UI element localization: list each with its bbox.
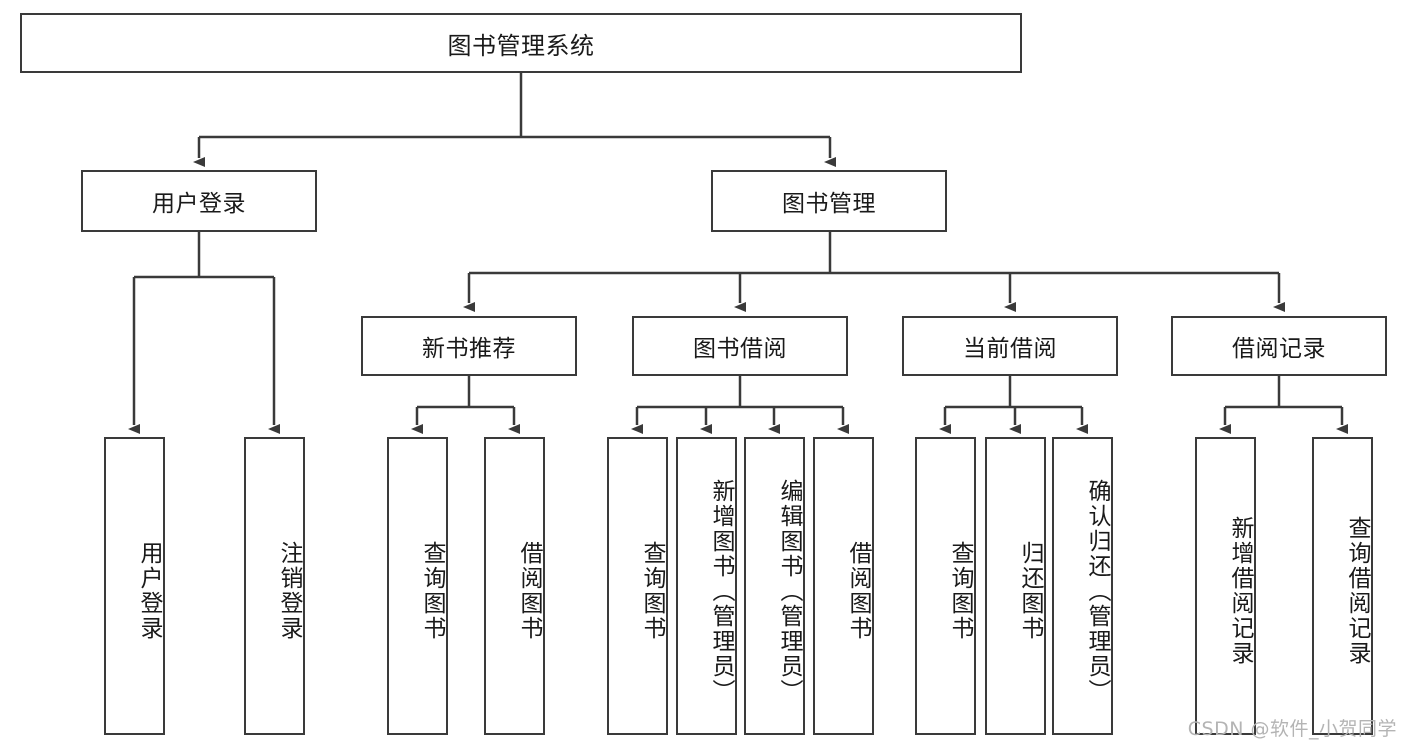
node-new-book-recommend-label: 新书推荐 xyxy=(422,336,516,362)
leaf-borrow-book-2[interactable]: 借阅图书 xyxy=(813,437,874,735)
leaf-return-book-label: 归还图书 xyxy=(1017,541,1043,641)
leaf-user-login-label: 用户登录 xyxy=(136,541,162,641)
node-book-management-label: 图书管理 xyxy=(782,191,876,217)
leaf-add-record[interactable]: 新增借阅记录 xyxy=(1195,437,1256,735)
node-user-login[interactable]: 用户登录 xyxy=(81,170,317,232)
leaf-edit-book[interactable]: 编辑图书（管理员） xyxy=(744,437,805,735)
leaf-add-book-label: 新增图书（管理员） xyxy=(708,478,734,704)
node-root-label: 图书管理系统 xyxy=(447,31,595,60)
leaf-user-logout-label: 注销登录 xyxy=(276,541,302,641)
node-current-borrow[interactable]: 当前借阅 xyxy=(902,316,1118,376)
leaf-query-book-3-label: 查询图书 xyxy=(947,541,973,641)
node-book-management[interactable]: 图书管理 xyxy=(711,170,947,232)
leaf-query-book-1[interactable]: 查询图书 xyxy=(387,437,448,735)
leaf-query-book-2[interactable]: 查询图书 xyxy=(607,437,668,735)
leaf-borrow-book-1[interactable]: 借阅图书 xyxy=(484,437,545,735)
watermark-text: CSDN @软件_小贺同学 xyxy=(1187,718,1397,740)
leaf-query-book-1-label: 查询图书 xyxy=(419,541,445,641)
leaf-confirm-return[interactable]: 确认归还（管理员） xyxy=(1052,437,1113,735)
leaf-edit-book-label: 编辑图书（管理员） xyxy=(776,478,802,704)
node-book-borrow-label: 图书借阅 xyxy=(693,336,787,362)
node-root[interactable]: 图书管理系统 xyxy=(20,13,1022,73)
leaf-confirm-return-label: 确认归还（管理员） xyxy=(1084,478,1110,704)
leaf-add-book[interactable]: 新增图书（管理员） xyxy=(676,437,737,735)
leaf-user-logout[interactable]: 注销登录 xyxy=(244,437,305,735)
leaf-query-record[interactable]: 查询借阅记录 xyxy=(1312,437,1373,735)
leaf-query-book-2-label: 查询图书 xyxy=(639,541,665,641)
node-new-book-recommend[interactable]: 新书推荐 xyxy=(361,316,577,376)
leaf-query-book-3[interactable]: 查询图书 xyxy=(915,437,976,735)
node-current-borrow-label: 当前借阅 xyxy=(963,336,1057,362)
leaf-add-record-label: 新增借阅记录 xyxy=(1227,516,1253,666)
node-book-borrow[interactable]: 图书借阅 xyxy=(632,316,848,376)
leaf-borrow-book-1-label: 借阅图书 xyxy=(516,541,542,641)
node-borrow-records[interactable]: 借阅记录 xyxy=(1171,316,1387,376)
leaf-query-record-label: 查询借阅记录 xyxy=(1344,516,1370,666)
node-user-login-label: 用户登录 xyxy=(152,191,246,217)
leaf-user-login[interactable]: 用户登录 xyxy=(104,437,165,735)
node-borrow-records-label: 借阅记录 xyxy=(1232,336,1326,362)
leaf-borrow-book-2-label: 借阅图书 xyxy=(845,541,871,641)
leaf-return-book[interactable]: 归还图书 xyxy=(985,437,1046,735)
